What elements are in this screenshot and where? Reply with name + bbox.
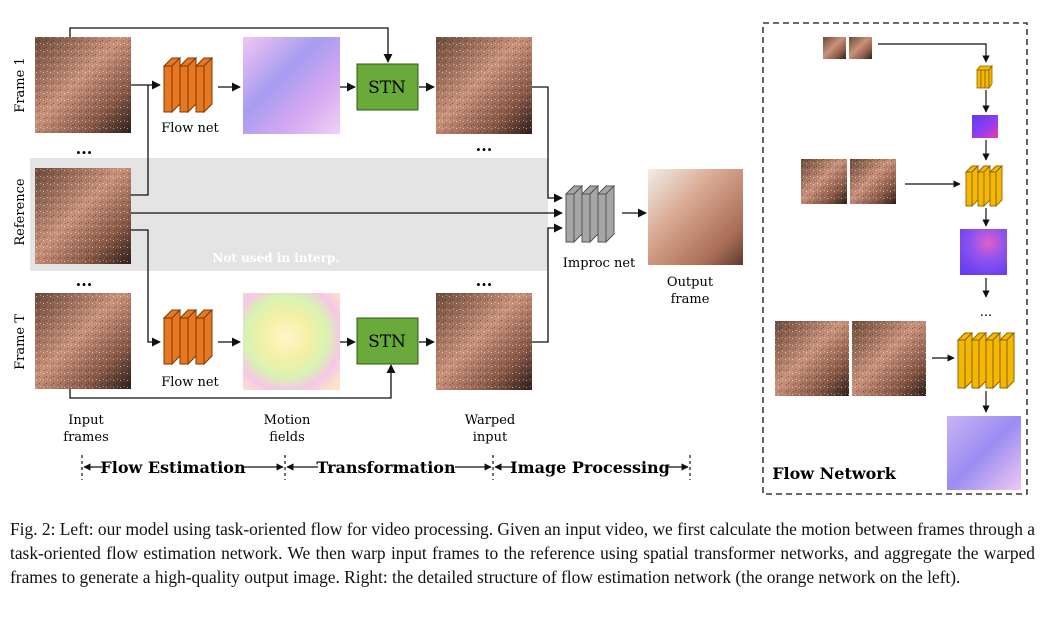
stage-bar — [81, 455, 691, 480]
stage-transformation: Transformation — [316, 458, 456, 477]
col-label-input-1: Input — [68, 413, 104, 428]
flow-network-title: Flow Network — [772, 464, 897, 483]
col-label-motion-2: fields — [269, 430, 305, 445]
flow-network-output-large — [947, 416, 1021, 490]
stn-box-top — [356, 63, 419, 111]
col-label-input-2: frames — [63, 430, 108, 445]
col-label-motion-1: Motion — [264, 413, 311, 428]
input-frame-t — [35, 293, 131, 389]
motion-field-top — [243, 37, 340, 134]
improc-net-label: Improc net — [563, 256, 636, 271]
flow-network-panel — [762, 22, 1028, 495]
dots-warped-top: ... — [476, 136, 493, 155]
col-label-warped-1: Warped — [465, 413, 516, 428]
dots-warped-bottom: ... — [476, 271, 493, 290]
flow-network-output-small — [972, 115, 998, 138]
stn-label-bottom: STN — [368, 332, 406, 352]
flow-network-block-medium — [964, 164, 1004, 208]
output-label-line-2: frame — [671, 292, 710, 307]
flow-net-top — [162, 56, 214, 114]
stage-flow-estimation: Flow Estimation — [100, 458, 246, 477]
warped-input-top — [436, 37, 532, 134]
stn-label-top: STN — [368, 78, 406, 98]
improc-net — [564, 184, 616, 244]
flow-network-output-medium — [960, 229, 1007, 275]
flow-net-label-bottom: Flow net — [161, 375, 219, 390]
flow-network-block-small — [976, 64, 993, 90]
row-label-reference: Reference — [13, 178, 28, 246]
not-used-label: Not used in interp. — [212, 251, 339, 265]
input-frame-reference — [35, 168, 131, 264]
flow-network-input-medium — [801, 159, 896, 204]
flow-network-dots: ... — [980, 305, 992, 320]
motion-field-bottom — [243, 293, 340, 390]
flow-net-label-top: Flow net — [161, 121, 219, 136]
figure-caption: Fig. 2: Left: our model using task-orien… — [10, 519, 1035, 587]
warped-input-bottom — [436, 293, 532, 390]
dots-input-bottom: ... — [76, 271, 93, 290]
flow-net-bottom — [162, 308, 214, 366]
model-figure: Not used in interp. Frame 1 Reference Fr… — [13, 22, 1028, 495]
stn-box-bottom — [356, 317, 419, 365]
flow-network-input-small — [823, 37, 872, 59]
col-label-warped-2: input — [473, 430, 508, 445]
input-frame-1 — [35, 37, 131, 133]
output-frame — [648, 169, 743, 265]
row-label-frame-t: Frame T — [13, 314, 28, 370]
dots-input-top: ... — [76, 139, 93, 158]
stage-image-processing: Image Processing — [510, 458, 670, 477]
row-label-frame-1: Frame 1 — [13, 57, 28, 112]
output-label-line-1: Output — [667, 275, 714, 290]
flow-network-input-large — [775, 321, 926, 396]
flow-network-block-large — [956, 331, 1016, 390]
